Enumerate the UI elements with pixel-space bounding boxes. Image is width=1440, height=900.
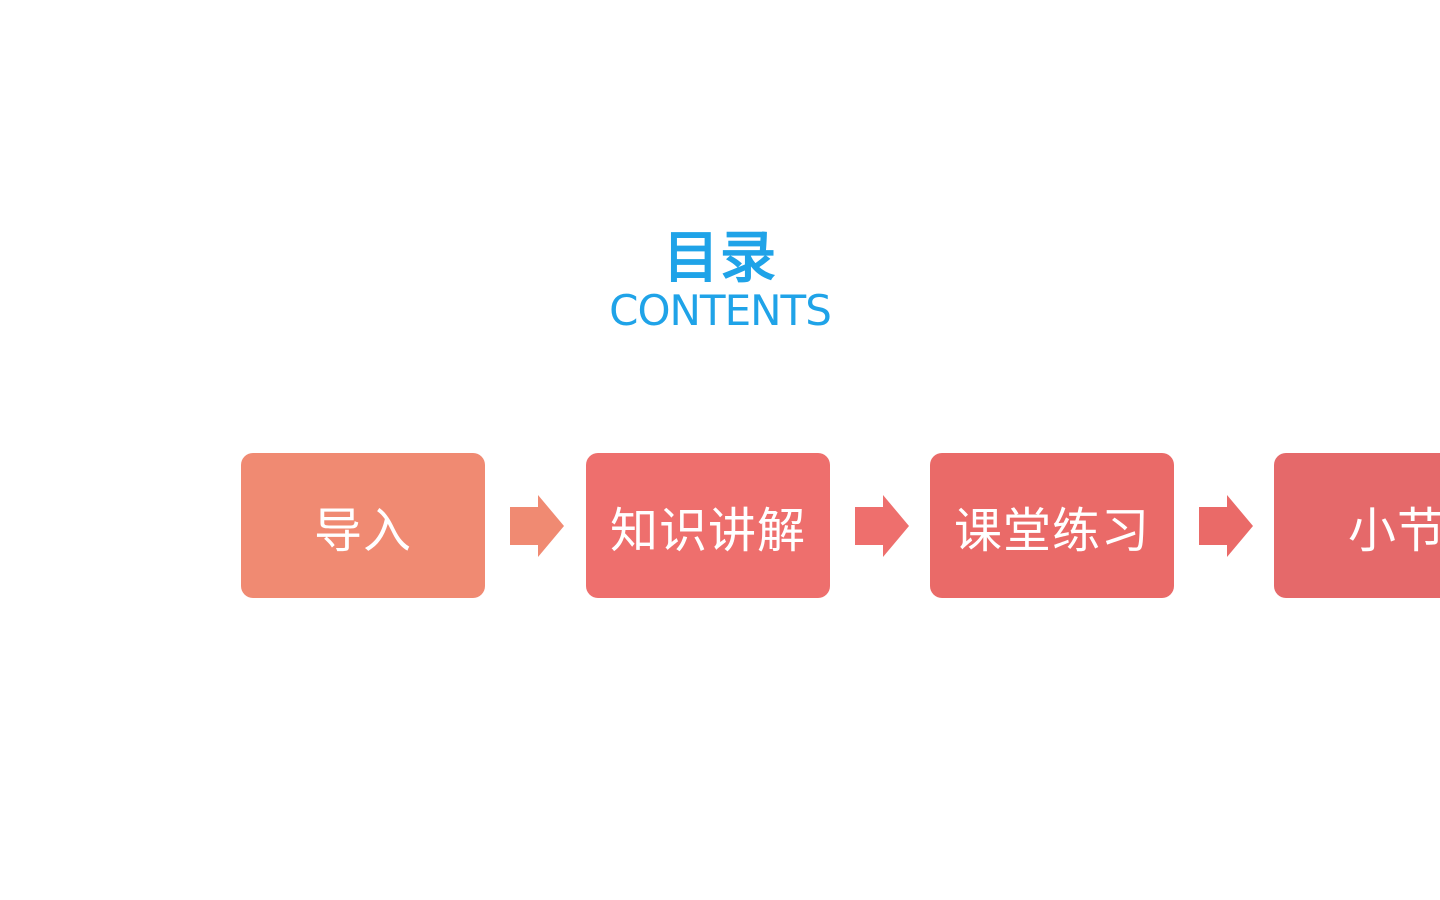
title-en: CONTENTS [609, 286, 832, 335]
step-label: 知识讲解 [609, 502, 806, 559]
contents-title: 目录 CONTENTS [560, 226, 880, 332]
arrow-right-icon [510, 495, 564, 557]
arrow-shape [1199, 495, 1253, 557]
step-knowledge: 知识讲解 [586, 453, 830, 598]
arrow-shape [855, 495, 909, 557]
arrow-right-icon [855, 495, 909, 557]
arrow-right-icon [1199, 495, 1253, 557]
step-practice: 课堂练习 [930, 453, 1174, 598]
step-label: 导入 [313, 502, 412, 559]
step-label: 课堂练习 [953, 502, 1150, 559]
step-label: 小节 [1348, 502, 1440, 559]
step-intro: 导入 [241, 453, 485, 598]
step-summary: 小节 [1274, 453, 1440, 598]
title-cn: 目录 [663, 226, 777, 291]
arrow-shape [510, 495, 564, 557]
